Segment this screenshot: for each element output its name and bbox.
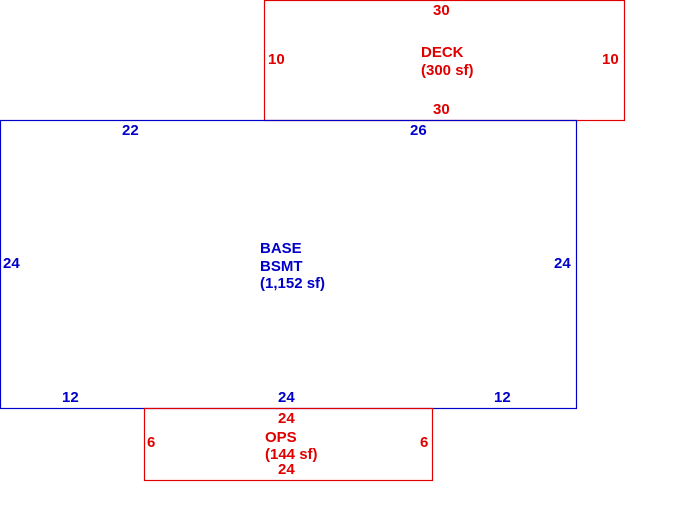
base-dim-bottom-left: 12 <box>62 389 79 406</box>
base-dim-left: 24 <box>3 255 20 272</box>
deck-dim-left: 10 <box>268 51 285 68</box>
ops-dim-bottom: 24 <box>278 461 295 478</box>
deck-dim-top: 30 <box>433 2 450 19</box>
base-dim-bottom-right: 12 <box>494 389 511 406</box>
base-area: (1,152 sf) <box>260 275 325 292</box>
ops-area: (144 sf) <box>265 446 318 463</box>
ops-name: OPS <box>265 429 297 446</box>
ops-outline <box>143 407 434 482</box>
ops-dim-right: 6 <box>420 434 428 451</box>
ops-dim-left: 6 <box>147 434 155 451</box>
deck-area: (300 sf) <box>421 62 474 79</box>
base-name-line2: BSMT <box>260 258 303 275</box>
base-dim-top-left: 22 <box>122 122 139 139</box>
deck-dim-bottom: 30 <box>433 101 450 118</box>
base-dim-right: 24 <box>554 255 571 272</box>
deck-name: DECK <box>421 44 464 61</box>
base-dim-bottom-mid: 24 <box>278 389 295 406</box>
base-name-line1: BASE <box>260 240 302 257</box>
base-dim-top-right: 26 <box>410 122 427 139</box>
deck-dim-right: 10 <box>602 51 619 68</box>
ops-dim-top: 24 <box>278 410 295 427</box>
